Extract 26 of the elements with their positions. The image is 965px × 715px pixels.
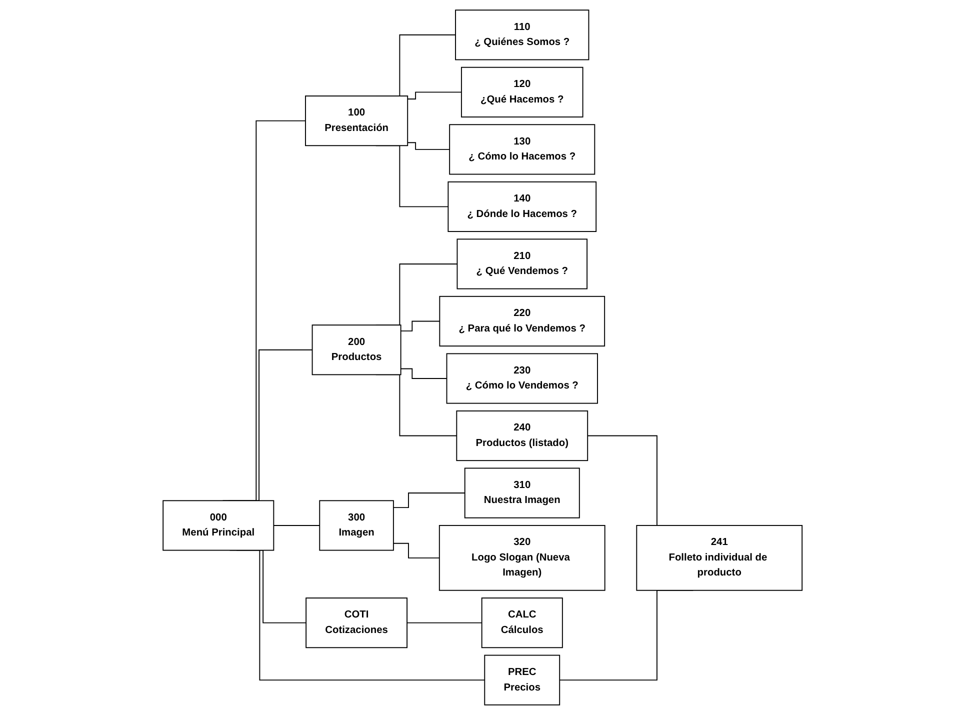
node-box: 210 ¿ Qué Vendemos ? [456,238,588,290]
node-box: COTI Cotizaciones [305,598,408,648]
node-box: 140 ¿ Dónde lo Hacemos ? [448,181,596,232]
node-box: 100 Presentación [304,96,408,146]
node-box: PREC Precios [484,654,560,706]
connector [406,622,482,624]
node-box: CALC Cálculos [481,598,563,648]
connector [273,524,320,526]
node-box: 240 Productos (listado) [456,410,588,462]
connector [392,542,440,558]
connector [400,320,440,332]
connector [400,368,448,379]
node-box: 000 Menú Principal [162,500,274,551]
node-box: 120 ¿Qué Hacemos ? [460,66,584,118]
node-box: 320 Logo Slogan (Nueva Imagen) [438,524,606,591]
connector [407,142,450,150]
node-box: 110 ¿ Quiénes Somos ? [454,10,590,60]
node-box: 300 Imagen [319,500,394,551]
node-box: 130 ¿ Cómo lo Hacemos ? [449,124,596,175]
node-box: 310 Nuestra Imagen [464,468,580,518]
node-box: 200 Productos [312,324,402,376]
node-box: 230 ¿ Cómo lo Vendemos ? [446,353,598,404]
node-box: 220 ¿ Para qué lo Vendemos ? [439,296,605,347]
node-box: 241 Folleto individual de producto [636,524,802,591]
connector [407,92,462,100]
connector [392,492,466,508]
